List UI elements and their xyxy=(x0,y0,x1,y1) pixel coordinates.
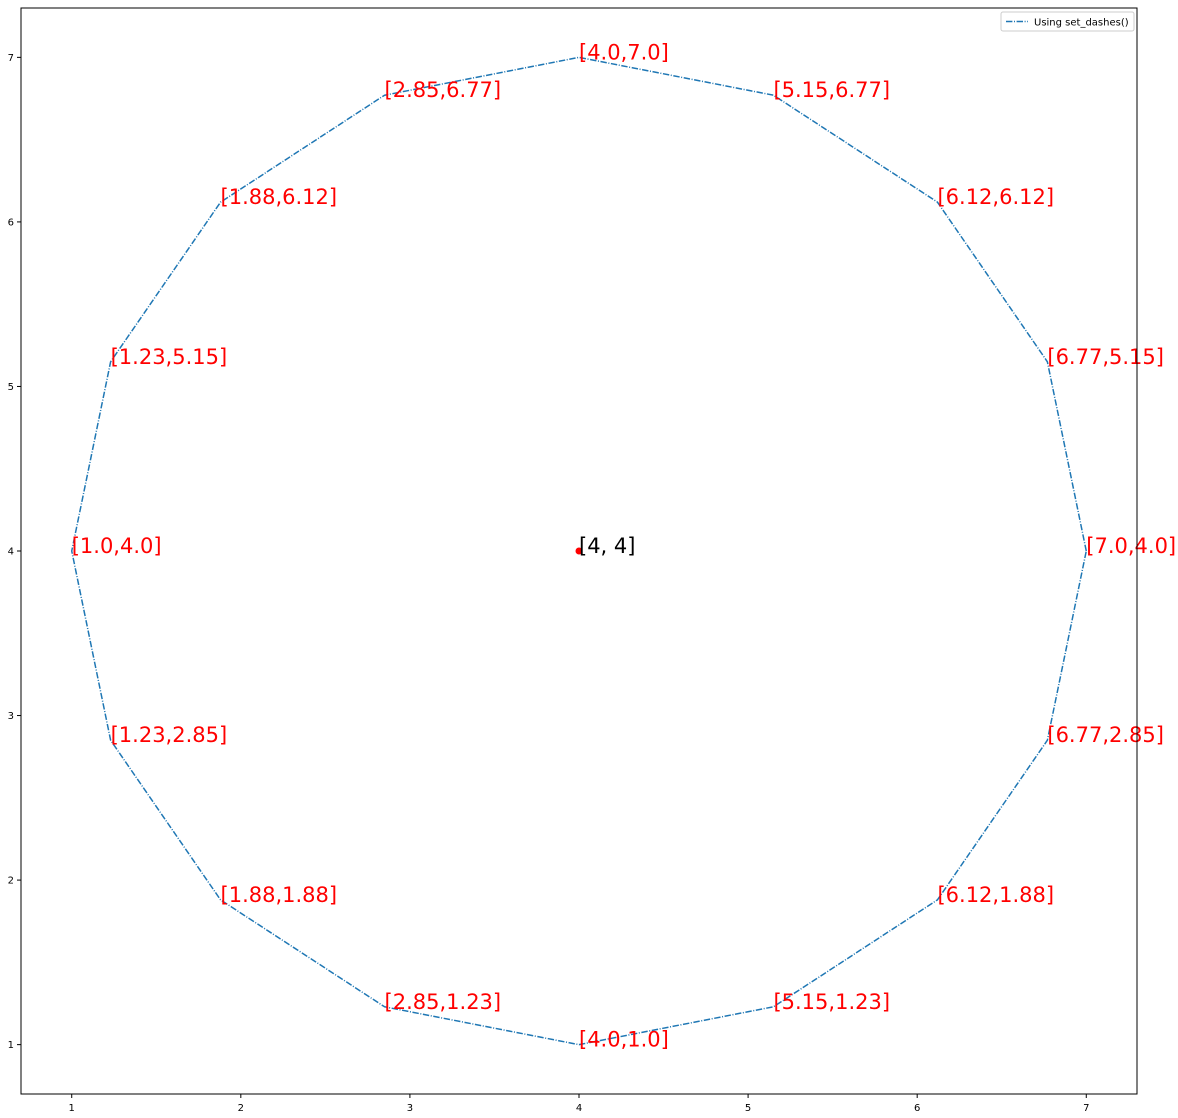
x-tick-label: 5 xyxy=(745,1103,751,1114)
point-annotation-15: [4.0,1.0] xyxy=(579,1028,669,1052)
y-tick-label: 2 xyxy=(8,876,14,887)
point-annotation-10: [6.77,2.85] xyxy=(1047,723,1164,747)
point-annotation-3: [1.88,6.12] xyxy=(221,185,338,209)
y-tick-label: 7 xyxy=(8,53,14,64)
legend-label: Using set_dashes() xyxy=(1034,18,1129,29)
point-annotation-8: [7.0,4.0] xyxy=(1086,534,1176,558)
point-annotation-12: [6.12,1.88] xyxy=(937,883,1054,907)
y-tick-label: 6 xyxy=(8,217,14,228)
point-annotation-14: [5.15,1.23] xyxy=(773,990,890,1014)
center-point-marker xyxy=(575,547,583,555)
y-tick-label: 5 xyxy=(8,382,14,393)
point-annotation-4: [6.12,6.12] xyxy=(937,185,1054,209)
plot-area: [4, 4] [4.0,7.0] [2.85,6.77] [5.15,6.77] [1.… xyxy=(70,40,1176,1052)
y-tick-label: 4 xyxy=(8,547,14,558)
x-tick-label: 3 xyxy=(407,1103,413,1114)
x-tick-label: 4 xyxy=(576,1103,582,1114)
series-line-0 xyxy=(70,56,1088,1046)
y-tick-label: 3 xyxy=(8,711,14,722)
legend-box xyxy=(1000,11,1135,32)
legend: Using set_dashes() xyxy=(1000,11,1135,32)
y-axis: 1 2 3 4 5 6 7 xyxy=(8,53,21,1051)
x-tick-label: 2 xyxy=(238,1103,244,1114)
x-tick-label: 1 xyxy=(69,1103,75,1114)
point-annotation-1: [2.85,6.77] xyxy=(385,78,502,102)
point-annotation-0: [4.0,7.0] xyxy=(579,40,669,64)
point-annotation-5: [1.23,5.15] xyxy=(111,345,228,369)
y-tick-label: 1 xyxy=(8,1040,14,1051)
point-annotation-11: [1.88,1.88] xyxy=(221,883,338,907)
x-tick-label: 7 xyxy=(1083,1103,1089,1114)
point-annotation-2: [5.15,6.77] xyxy=(773,78,890,102)
center-point-label: [4, 4] xyxy=(579,534,635,558)
point-annotation-9: [1.23,2.85] xyxy=(111,723,228,747)
point-annotation-6: [6.77,5.15] xyxy=(1047,345,1164,369)
x-tick-label: 6 xyxy=(914,1103,920,1114)
point-annotation-7: [1.0,4.0] xyxy=(72,534,162,558)
x-axis: 1 2 3 4 5 6 7 xyxy=(69,1094,1089,1114)
point-annotation-13: [2.85,1.23] xyxy=(385,990,502,1014)
